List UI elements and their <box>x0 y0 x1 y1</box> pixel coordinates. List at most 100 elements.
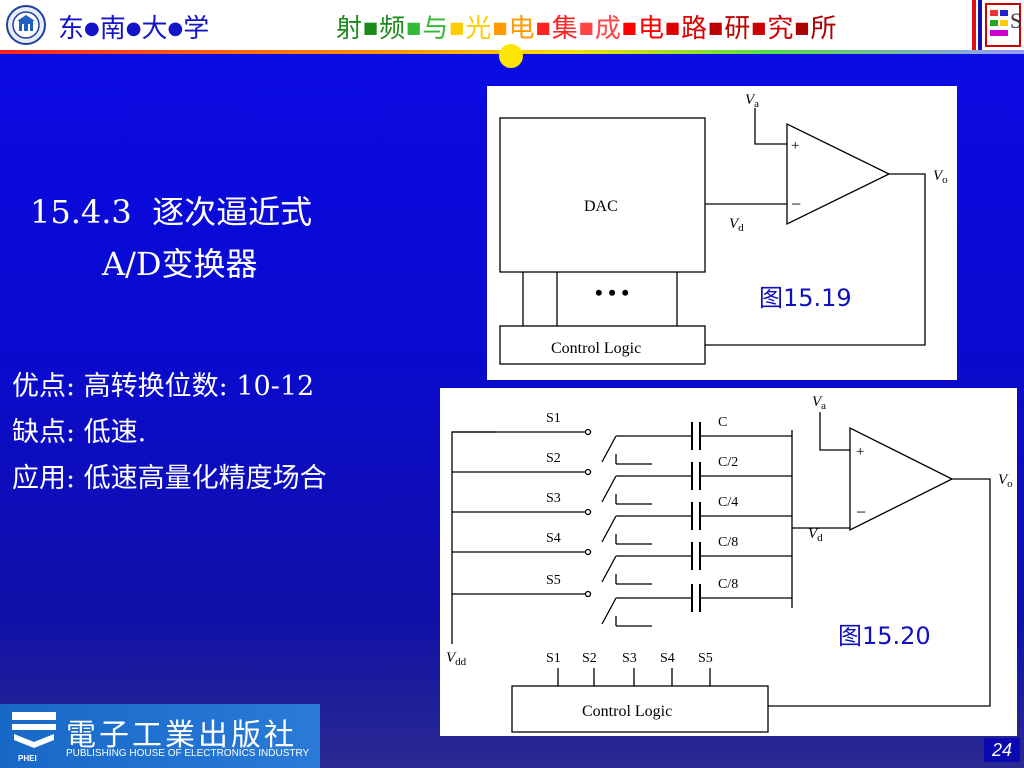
institute-sep: ■ <box>665 18 681 37</box>
figure-caption: 图15.20 <box>838 622 931 650</box>
publisher-name-en: PUBLISHING HOUSE OF ELECTRONICS INDUSTRY <box>66 748 310 759</box>
vdd-symbol: V <box>446 650 457 666</box>
publisher-abbr: PHEI <box>18 754 37 763</box>
control-pin-label: S1 <box>546 651 561 666</box>
vo-subscript: o <box>1007 478 1013 490</box>
vd-label: Vd <box>729 216 744 234</box>
va-label: Va <box>812 394 826 412</box>
switch-label: S4 <box>546 531 561 546</box>
vdd-label: Vdd <box>446 650 467 668</box>
university-logo-icon <box>6 5 46 45</box>
switch-label: S1 <box>546 411 561 426</box>
switch-arm <box>601 597 617 625</box>
switch-contact <box>584 428 592 436</box>
institute-char: 研 <box>724 14 751 44</box>
comparator <box>849 426 954 532</box>
vo-symbol: V <box>933 168 944 184</box>
bullet-list: 优点: 高转换位数: 10-12 缺点: 低速. 应用: 低速高量化精度场合 <box>12 364 327 502</box>
institute-sep: ■ <box>794 18 810 37</box>
section-title: 15.4.3 逐次逼近式 A/D变换器 <box>30 186 312 290</box>
switch-label: S3 <box>546 491 561 506</box>
institute-char: 光 <box>465 14 492 44</box>
institute-char: 集 <box>551 14 578 44</box>
slide-header: 东●南●大●学 射■频■与■光■电■集■成■电■路■研■究■所 S <box>0 0 1024 50</box>
control-pin-label: S5 <box>698 651 713 666</box>
control-logic-label: Control Logic <box>551 340 641 357</box>
institute-sep: ■ <box>363 18 379 37</box>
vd-label: Vd <box>808 526 823 544</box>
capacitor-label: C <box>718 415 727 430</box>
header-letter: S <box>1010 8 1022 33</box>
institute-char: 所 <box>810 14 837 44</box>
univ-char: 南 <box>99 14 126 44</box>
va-subscript: a <box>754 98 759 110</box>
switch-contact <box>584 508 592 516</box>
switch-contact <box>584 548 592 556</box>
comp-minus: − <box>791 194 801 214</box>
institute-sep: ■ <box>492 18 508 37</box>
capacitor-label: C/2 <box>718 455 738 470</box>
dac-block <box>499 117 706 273</box>
control-pin-label: S3 <box>622 651 637 666</box>
publisher-logo: PHEI 電子工業出版社 PUBLISHING HOUSE OF ELECTRO… <box>0 704 320 768</box>
institute-char: 路 <box>681 14 708 44</box>
institute-char: 频 <box>379 14 406 44</box>
vo-label: Vo <box>998 472 1013 490</box>
institute-sep: ■ <box>751 18 767 37</box>
univ-sep: ● <box>84 18 100 39</box>
vd-subscript: d <box>817 532 823 544</box>
institute-char: 成 <box>594 14 621 44</box>
control-logic-label: Control Logic <box>582 703 672 720</box>
institute-char: 电 <box>637 14 664 44</box>
university-name: 东●南●大●学 <box>58 8 209 45</box>
vo-symbol: V <box>998 472 1009 488</box>
bullet-item: 优点: 高转换位数: 10-12 <box>12 371 315 402</box>
comp-minus: − <box>856 502 866 522</box>
switch-contact <box>584 590 592 598</box>
capacitor-label: C/8 <box>718 577 738 592</box>
publisher-name-cn: 電子工業出版社 <box>66 718 297 753</box>
book-icon <box>12 712 56 748</box>
institute-sep: ■ <box>578 18 594 37</box>
control-logic-block <box>511 685 769 733</box>
institute-char: 射 <box>336 14 363 44</box>
institute-sep: ■ <box>621 18 637 37</box>
header-rule-dot <box>499 44 523 68</box>
dac-label: DAC <box>584 198 618 215</box>
header-emblem: S <box>972 0 1022 50</box>
va-subscript: a <box>821 400 826 412</box>
vd-symbol: V <box>808 526 819 542</box>
bullet-item: 缺点: 低速. <box>12 417 147 448</box>
univ-char: 学 <box>183 14 210 44</box>
va-symbol: V <box>745 92 756 108</box>
institute-sep: ■ <box>535 18 551 37</box>
institute-sep: ■ <box>406 18 422 37</box>
bullet-item: 应用: 低速高量化精度场合 <box>12 463 327 494</box>
univ-char: 大 <box>141 14 168 44</box>
comp-plus: + <box>791 138 799 154</box>
vd-subscript: d <box>738 222 744 234</box>
page-number: 24 <box>984 738 1020 762</box>
institute-char: 究 <box>767 14 794 44</box>
va-label: Va <box>745 92 759 110</box>
va-symbol: V <box>812 394 823 410</box>
institute-char: 电 <box>508 14 535 44</box>
title-line-2: A/D变换器 <box>102 245 258 283</box>
institute-sep: ■ <box>708 18 724 37</box>
comp-plus: + <box>856 444 864 460</box>
institute-char: 与 <box>422 14 449 44</box>
vd-symbol: V <box>729 216 740 232</box>
comparator <box>786 122 891 226</box>
vo-label: Vo <box>933 168 948 186</box>
title-line-1: 15.4.3 逐次逼近式 <box>30 193 313 231</box>
switch-arm <box>601 435 617 463</box>
switch-arm <box>601 475 617 503</box>
univ-sep: ● <box>125 18 142 39</box>
sar-adc-block-diagram: DAC Control Logic • • • + − Va Vd Vo 图15… <box>499 92 948 365</box>
institute-sep: ■ <box>449 18 465 37</box>
control-pin-label: S4 <box>660 651 675 666</box>
switch-label: S2 <box>546 451 561 466</box>
switch-arm <box>601 555 617 583</box>
control-pin-label: S2 <box>582 651 597 666</box>
figure-caption: 图15.19 <box>759 284 852 312</box>
